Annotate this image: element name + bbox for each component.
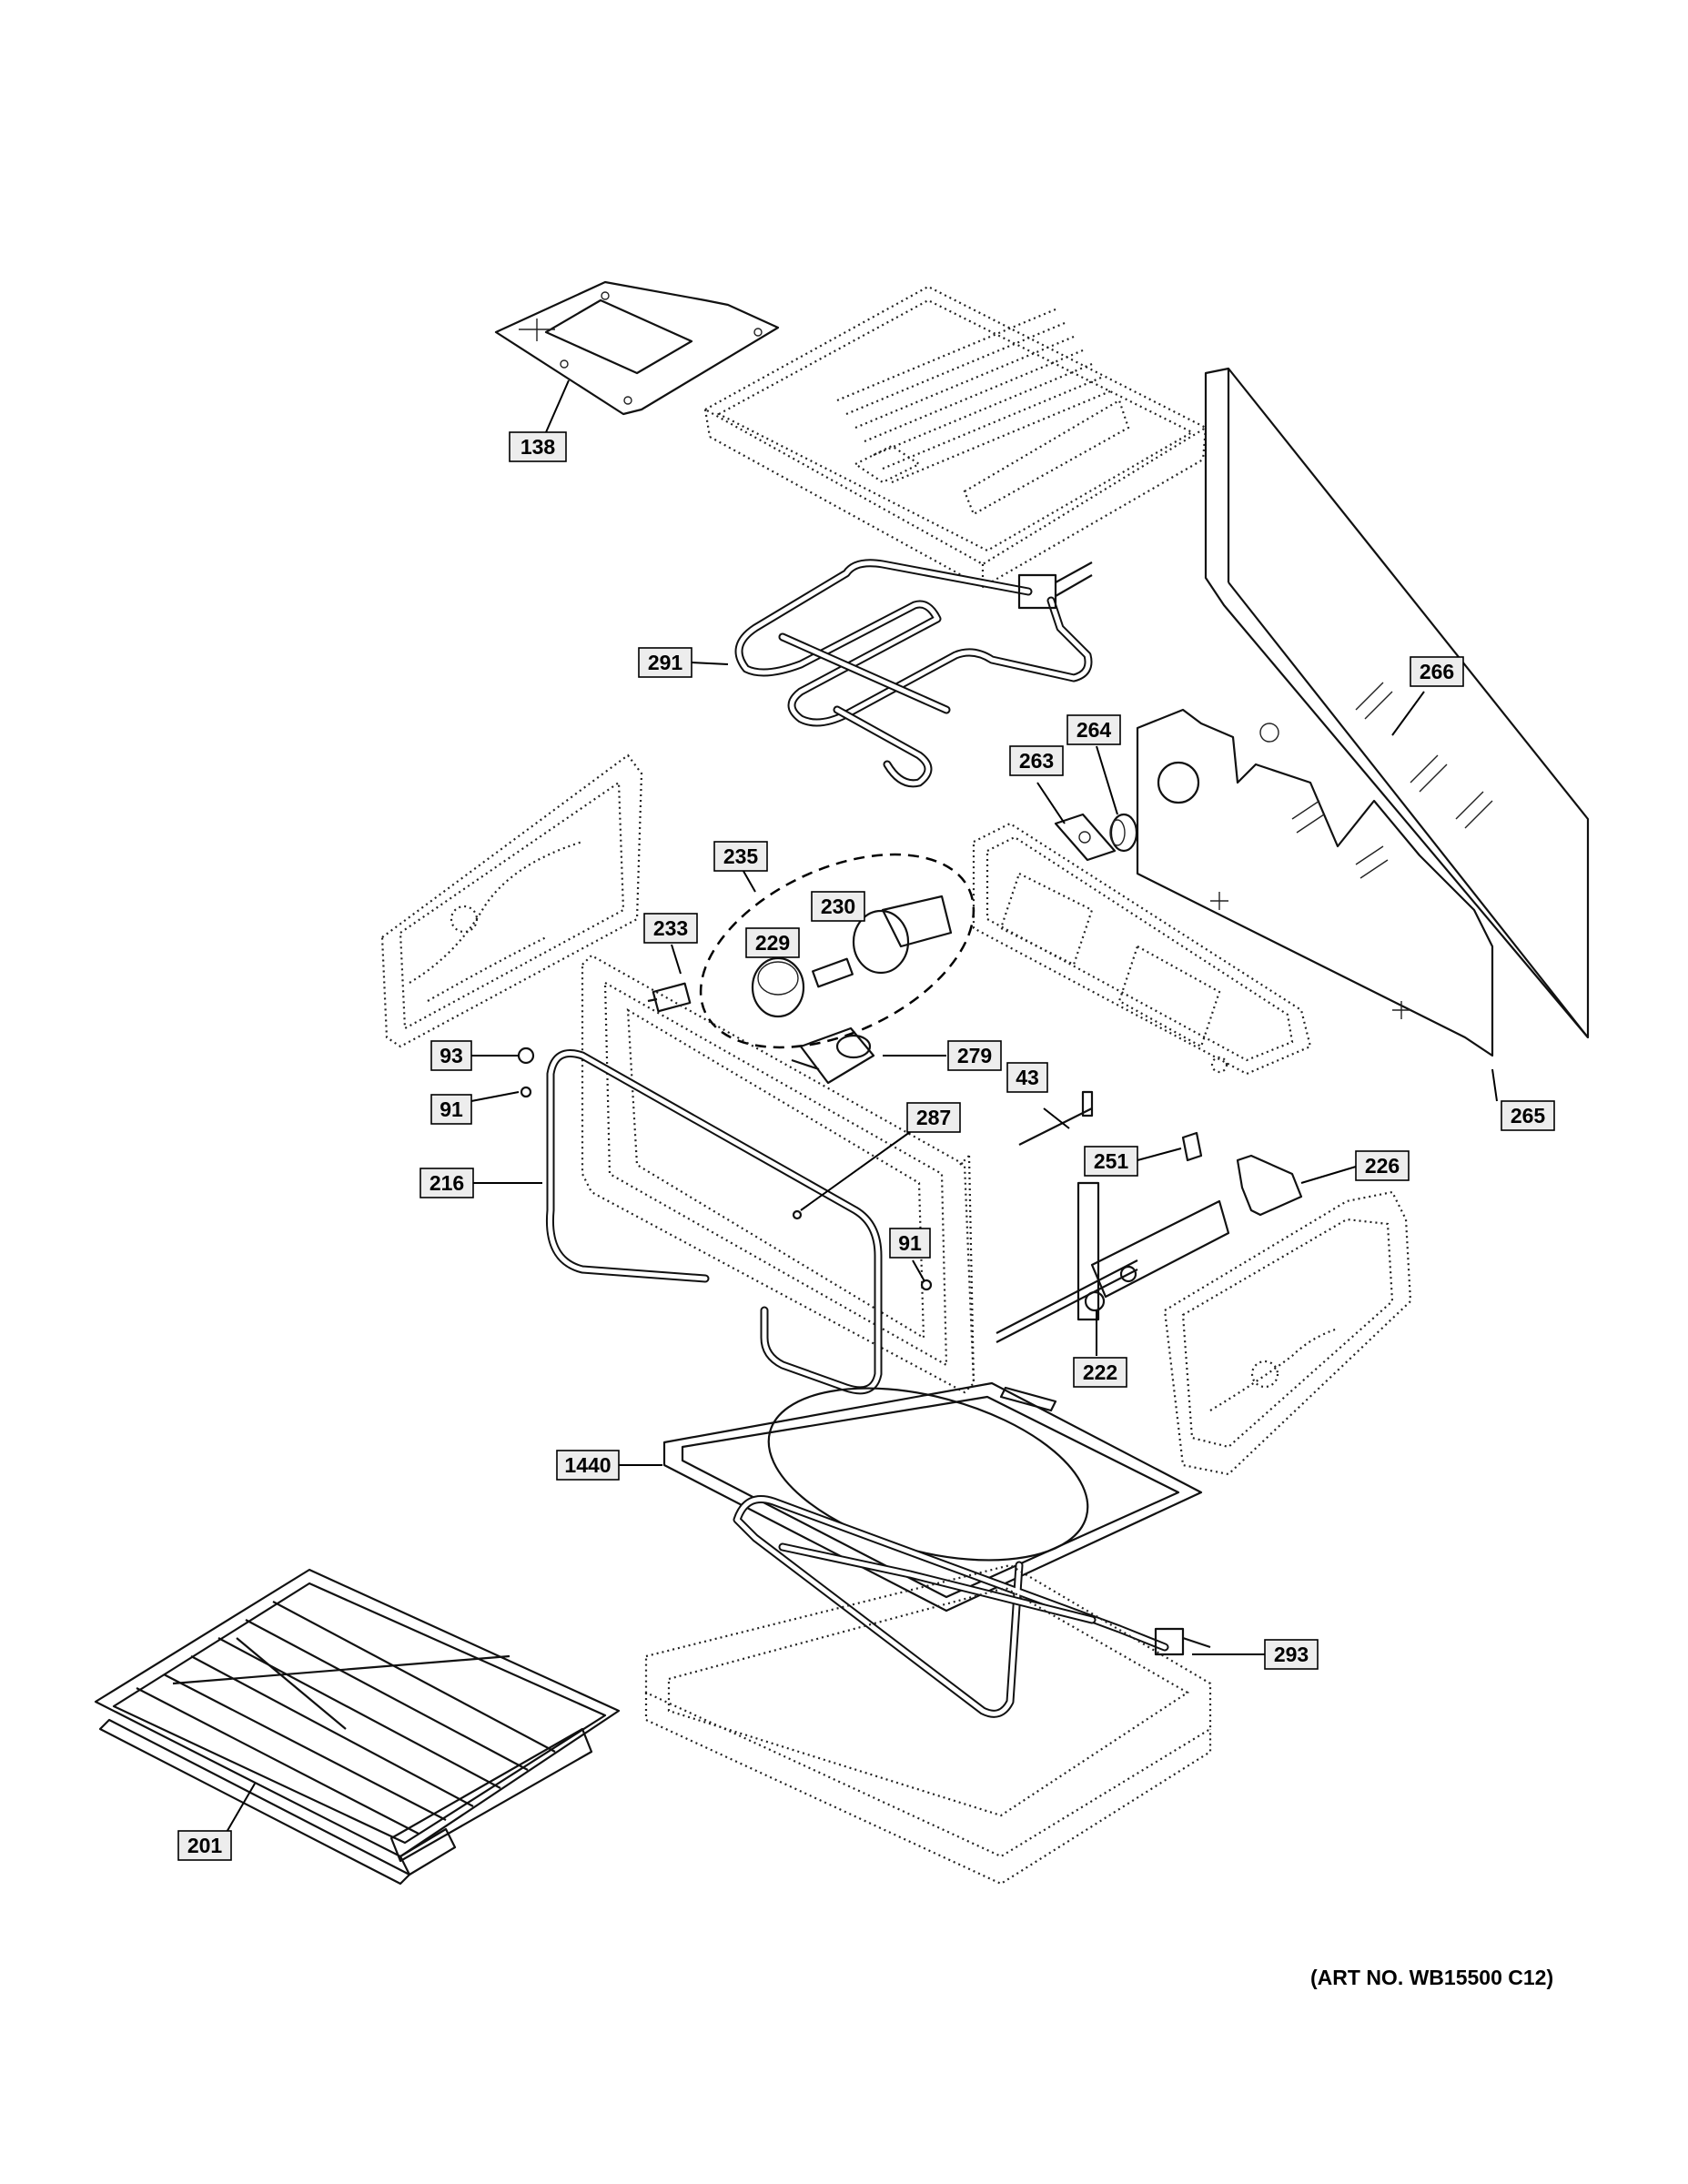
oven-rear-panel [972, 822, 1312, 1076]
callout-230-text: 230 [821, 895, 855, 918]
art-number: (ART NO. WB15500 C12) [1310, 1966, 1554, 1989]
light-housing [852, 895, 953, 975]
part-263-bracket [1054, 813, 1117, 862]
callout-201-text: 201 [187, 1834, 223, 1857]
oven-left-side-panel [380, 753, 643, 1048]
oven-top-panel [702, 285, 1208, 589]
leader-lines [225, 379, 1498, 1835]
callout-266: 266 [1410, 656, 1464, 687]
callout-43: 43 [1006, 1062, 1048, 1093]
part-279-thermostat [791, 1026, 875, 1085]
part-91-screw [520, 1086, 532, 1098]
oven-front-frame [581, 954, 975, 1394]
callout-287-text: 287 [916, 1106, 951, 1129]
callout-264-text: 264 [1076, 718, 1112, 742]
part-291-broil-element [734, 559, 1093, 788]
part-201-oven-rack [94, 1568, 621, 1886]
callout-229: 229 [745, 927, 800, 958]
callout-287: 287 [906, 1102, 961, 1133]
callout-222: 222 [1073, 1357, 1127, 1388]
callout-91-left-text: 91 [440, 1097, 463, 1121]
callout-265: 265 [1501, 1100, 1555, 1131]
callout-263: 263 [1009, 745, 1064, 776]
callout-91-right: 91 [889, 1228, 931, 1259]
part-293-bake-element [733, 1495, 1211, 1718]
callout-1440: 1440 [556, 1450, 620, 1481]
callout-222-text: 222 [1083, 1360, 1117, 1384]
callout-233: 233 [643, 913, 698, 944]
callout-43-text: 43 [1016, 1066, 1039, 1089]
part-266-insulation [1204, 367, 1590, 1039]
part-93-nut [517, 1046, 535, 1065]
part-251-clip [1181, 1131, 1203, 1162]
callout-279-text: 279 [957, 1044, 992, 1067]
part-233-sensor [647, 982, 692, 1013]
callout-138-text: 138 [521, 435, 556, 459]
oven-bottom-pan [644, 1563, 1212, 1886]
callout-201: 201 [177, 1830, 232, 1861]
callout-230: 230 [811, 891, 865, 922]
callout-293-text: 293 [1274, 1643, 1309, 1666]
callout-138: 138 [509, 431, 567, 462]
callout-226-text: 226 [1365, 1154, 1400, 1178]
callout-291: 291 [638, 647, 692, 678]
callout-263-text: 263 [1019, 749, 1054, 773]
callout-251: 251 [1084, 1146, 1138, 1177]
part-229-lens [751, 956, 805, 1018]
callout-93-text: 93 [440, 1044, 463, 1067]
callout-216-text: 216 [430, 1171, 464, 1195]
callout-291-text: 291 [648, 651, 683, 674]
oven-right-side-panel [1163, 1190, 1412, 1476]
callout-266-text: 266 [1420, 660, 1454, 683]
part-230-socket [812, 957, 854, 988]
callout-264: 264 [1066, 714, 1121, 745]
callout-265-text: 265 [1511, 1104, 1546, 1127]
part-226-bracket [1236, 1154, 1303, 1217]
callout-229-text: 229 [755, 931, 790, 955]
part-265-insulation [1136, 708, 1494, 1057]
part-138-pad [494, 280, 780, 416]
callout-251-text: 251 [1094, 1149, 1129, 1173]
part-222-hinge [996, 1181, 1230, 1343]
part-216-gasket [545, 1049, 883, 1395]
callout-233-text: 233 [653, 916, 688, 940]
callout-93: 93 [430, 1040, 472, 1071]
callout-279: 279 [947, 1040, 1002, 1071]
callout-235-text: 235 [723, 844, 759, 868]
callout-226: 226 [1355, 1150, 1410, 1181]
part-43-probe [1018, 1090, 1094, 1146]
callout-235: 235 [713, 841, 768, 872]
part-1440-oven-floor [662, 1381, 1203, 1613]
callout-91-right-text: 91 [898, 1231, 922, 1255]
part-91-screw-2 [920, 1279, 933, 1291]
callout-91-left: 91 [430, 1094, 472, 1125]
part-235-light-assembly-group [699, 853, 975, 1049]
callout-216: 216 [419, 1168, 474, 1198]
callout-1440-text: 1440 [564, 1453, 611, 1477]
part-264-fan-blade [1109, 813, 1138, 853]
part-287-screw [792, 1209, 803, 1220]
callout-293: 293 [1264, 1639, 1319, 1670]
